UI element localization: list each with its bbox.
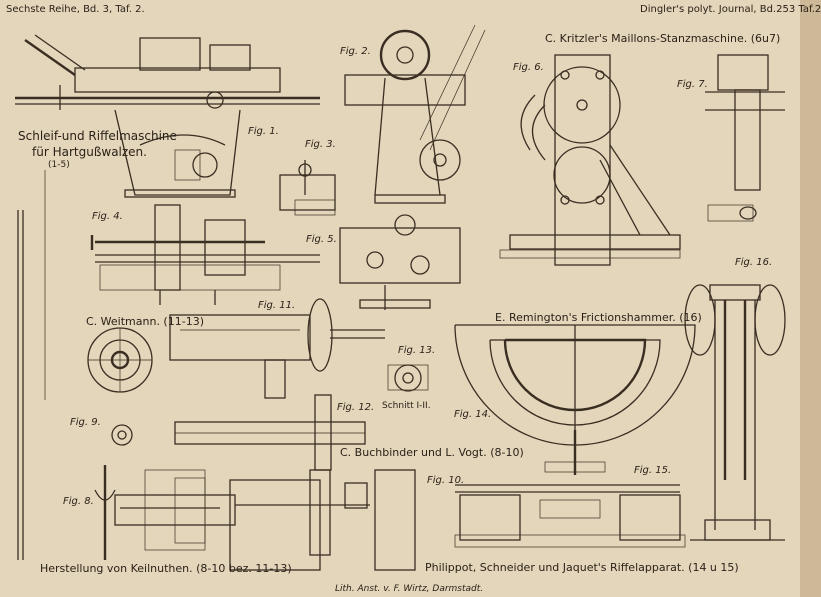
fig6-drawing bbox=[499, 54, 681, 266]
fig1-drawing bbox=[15, 34, 320, 198]
fig8-drawing bbox=[94, 465, 236, 560]
fig11-drawing bbox=[169, 298, 385, 399]
fig15-drawing bbox=[454, 484, 686, 548]
title-schleifmaschine-line2: für Hartgußwalzen. bbox=[32, 145, 147, 159]
fig-8-label: Fig. 8. bbox=[63, 496, 94, 507]
fig14-drawing bbox=[454, 324, 696, 475]
fig2-drawing bbox=[344, 24, 486, 204]
fig3-drawing bbox=[279, 160, 336, 216]
fig9-drawing bbox=[111, 424, 133, 446]
title-kritzler: C. Kritzler's Maillons-Stanzmaschine. (6… bbox=[545, 32, 781, 45]
title-buchbinder: C. Buchbinder und L. Vogt. (8-10) bbox=[340, 446, 524, 459]
title-philippot: Philippot, Schneider und Jaquet's Riffel… bbox=[425, 561, 739, 574]
lithographer-credit: Lith. Anst. v. F. Wirtz, Darmstadt. bbox=[335, 584, 484, 594]
fig-1-label: Fig. 1. bbox=[248, 126, 279, 137]
fig-6-label: Fig. 6. bbox=[513, 62, 544, 73]
title-keilnuthen: Herstellung von Keilnuthen. (8-10 bez. 1… bbox=[40, 562, 292, 575]
left-rod-drawing bbox=[17, 170, 46, 560]
fig-11-label: Fig. 11. bbox=[258, 300, 296, 311]
fig-2-label: Fig. 2. bbox=[340, 46, 371, 57]
fig-9-label: Fig. 9. bbox=[70, 417, 101, 428]
fig-5-label: Fig. 5. bbox=[306, 234, 337, 245]
plate-series-label: Sechste Reihe, Bd. 3, Taf. 2. bbox=[6, 4, 145, 15]
engineering-drawings bbox=[15, 24, 786, 571]
fig13-drawing bbox=[387, 364, 429, 392]
fig-3-label: Fig. 3. bbox=[305, 139, 336, 150]
journal-reference: Dingler's polyt. Journal, Bd.253 Taf.2 bbox=[640, 4, 821, 15]
fig7-drawing bbox=[705, 54, 785, 222]
title-schleifmaschine-line1: Schleif-und Riffelmaschine bbox=[18, 129, 177, 143]
fig-15-label: Fig. 15. bbox=[634, 465, 672, 476]
fig-10-label: Fig. 10. bbox=[427, 475, 465, 486]
title-schleifmaschine-range: (1-5) bbox=[48, 160, 70, 170]
fig16-drawing bbox=[684, 284, 786, 541]
title-weitmann: C. Weitmann. (11-13) bbox=[86, 315, 204, 328]
fig-12-label: Fig. 12. bbox=[337, 402, 375, 413]
fig4-drawing bbox=[90, 204, 320, 305]
schnitt-label: Schnitt I-II. bbox=[382, 401, 431, 411]
title-remington: E. Remington's Frictionshammer. (16) bbox=[495, 311, 702, 324]
fig-7-label: Fig. 7. bbox=[677, 79, 708, 90]
fig10-drawing bbox=[229, 469, 416, 571]
fig5-drawing bbox=[339, 214, 461, 310]
fig-13-label: Fig. 13. bbox=[398, 345, 436, 356]
fig-14-label: Fig. 14. bbox=[454, 409, 492, 420]
fig-4-label: Fig. 4. bbox=[92, 211, 123, 222]
fig12-drawing bbox=[174, 394, 366, 471]
fig-16-label: Fig. 16. bbox=[735, 257, 773, 268]
weitmann-wheel bbox=[87, 327, 153, 393]
